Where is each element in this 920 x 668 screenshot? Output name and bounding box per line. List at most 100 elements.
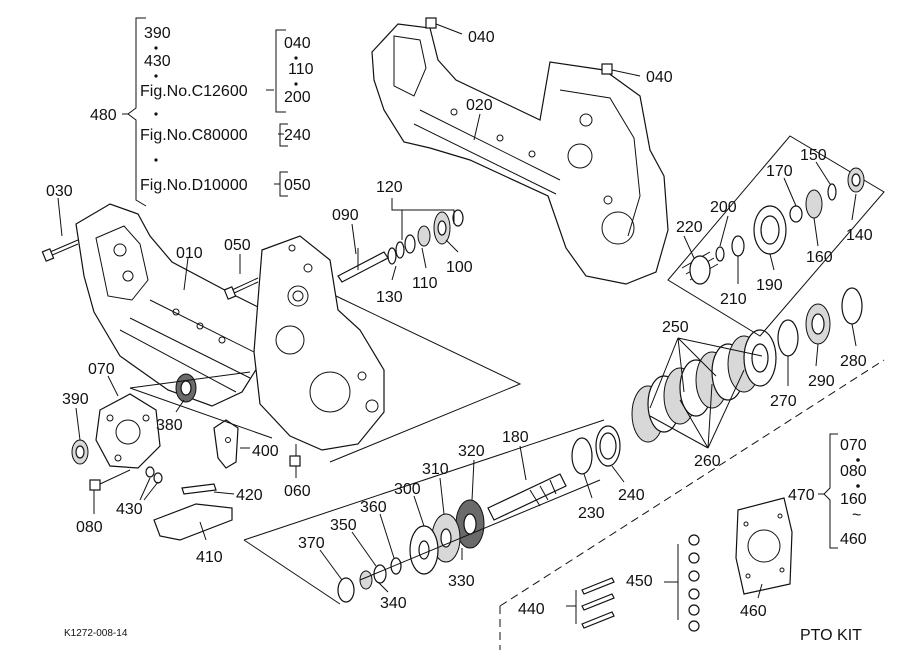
label-010: 010 [176, 245, 203, 262]
label-120: 120 [376, 179, 403, 196]
assembly-guide-lines [129, 295, 885, 650]
bolt-030 [41, 239, 79, 262]
label-220: 220 [676, 219, 703, 236]
label-130: 130 [376, 289, 403, 306]
bearing-340 [359, 570, 373, 590]
label-380: 380 [156, 417, 183, 434]
label-110: 110 [412, 275, 438, 292]
svg-text:~: ~ [852, 507, 861, 524]
bearing-380 [175, 373, 197, 403]
label-400: 400 [252, 443, 279, 460]
label-020: 020 [466, 97, 493, 114]
label-080: 080 [76, 519, 103, 536]
label-430: 430 [116, 501, 143, 518]
label-170: 170 [766, 163, 793, 180]
piston-190 [753, 205, 787, 255]
label-050: 050 [224, 237, 251, 254]
label-100: 100 [446, 259, 473, 276]
seal-390 [71, 439, 89, 465]
flange-070 [95, 393, 161, 469]
bearing-set-130-110 [387, 225, 431, 265]
pin-420 [181, 483, 217, 495]
bolt-080 [89, 469, 131, 491]
sub-c12600-040: 040 [284, 35, 311, 52]
pins-430 [145, 466, 163, 484]
bracket-400 [213, 419, 239, 469]
group-470-item-080: 080 [840, 463, 867, 480]
label-350: 350 [330, 517, 357, 534]
group-470-callout: 470 070 080 160 ~ 460 [788, 433, 867, 549]
part-labels: 030 010 050 090 120 130 110 100 040 040 … [46, 29, 873, 620]
group-470-item-160: 160 [840, 491, 867, 508]
studs-440 [566, 577, 615, 629]
disc-310 [431, 513, 461, 563]
label-360: 360 [360, 499, 387, 516]
nuts-450 [664, 534, 700, 632]
kit-title: PTO KIT [800, 627, 862, 644]
snap-ring-230 [571, 437, 593, 475]
sub-d10000-050: 050 [284, 177, 311, 194]
label-440: 440 [518, 601, 545, 618]
collar-170 [789, 205, 803, 223]
spring-220 [681, 251, 719, 285]
group-480-label: 480 [90, 107, 117, 124]
group-480-fig-d10000: Fig.No.D10000 [140, 177, 248, 194]
group-480-fig-c80000: Fig.No.C80000 [140, 127, 248, 144]
seal-200 [715, 246, 725, 262]
label-340: 340 [380, 595, 407, 612]
housing-020 [371, 23, 669, 285]
drawing-code: K1272-008-14 [64, 628, 128, 639]
shaft-180 [487, 473, 567, 521]
group-470-label: 470 [788, 487, 815, 504]
label-390: 390 [62, 391, 89, 408]
label-370: 370 [298, 535, 325, 552]
label-060: 060 [284, 483, 311, 500]
label-270: 270 [770, 393, 797, 410]
label-040-a: 040 [468, 29, 495, 46]
plate-300 [409, 525, 439, 575]
label-250: 250 [662, 319, 689, 336]
group-480-item-430: 430 [144, 53, 171, 70]
washer-210 [731, 235, 745, 257]
group-470-item-070: 070 [840, 437, 867, 454]
label-460: 460 [740, 603, 767, 620]
ring-150 [827, 183, 837, 201]
snap-ring-370 [337, 577, 355, 603]
housing-010 [75, 203, 269, 407]
ring-270 [777, 319, 799, 357]
bearing-140 [847, 167, 865, 193]
shaft-090 [337, 248, 389, 283]
group-470-item-460: 460 [840, 531, 867, 548]
label-290: 290 [808, 373, 835, 390]
guard-410 [153, 503, 233, 541]
bolt-040-b [601, 63, 641, 77]
label-160: 160 [806, 249, 833, 266]
sub-c12600-200: 200 [284, 89, 311, 106]
group-480-callout: 480 390 430 Fig.No.C12600 Fig.No.C80000 … [90, 17, 314, 207]
label-140: 140 [846, 227, 873, 244]
label-190: 190 [756, 277, 783, 294]
clutch-discs-250-260 [631, 329, 777, 449]
label-260: 260 [694, 453, 721, 470]
washer-350 [373, 564, 387, 584]
label-200: 200 [710, 199, 737, 216]
sub-c12600-110: 110 [288, 61, 314, 78]
label-230: 230 [578, 505, 605, 522]
label-150: 150 [800, 147, 827, 164]
label-420: 420 [236, 487, 263, 504]
bolt-040-a [425, 17, 463, 35]
sub-c80000-240: 240 [284, 127, 311, 144]
snap-ring-280 [841, 287, 863, 325]
label-300: 300 [394, 481, 421, 498]
gear-100 [433, 209, 464, 245]
label-070: 070 [88, 361, 115, 378]
housing-010-right-end [253, 235, 385, 451]
label-320: 320 [458, 443, 485, 460]
washer-360 [390, 557, 402, 575]
gear-160 [805, 189, 823, 219]
label-210: 210 [720, 291, 747, 308]
label-030: 030 [46, 183, 73, 200]
bolt-060 [289, 444, 301, 467]
plate-240 [595, 425, 621, 467]
